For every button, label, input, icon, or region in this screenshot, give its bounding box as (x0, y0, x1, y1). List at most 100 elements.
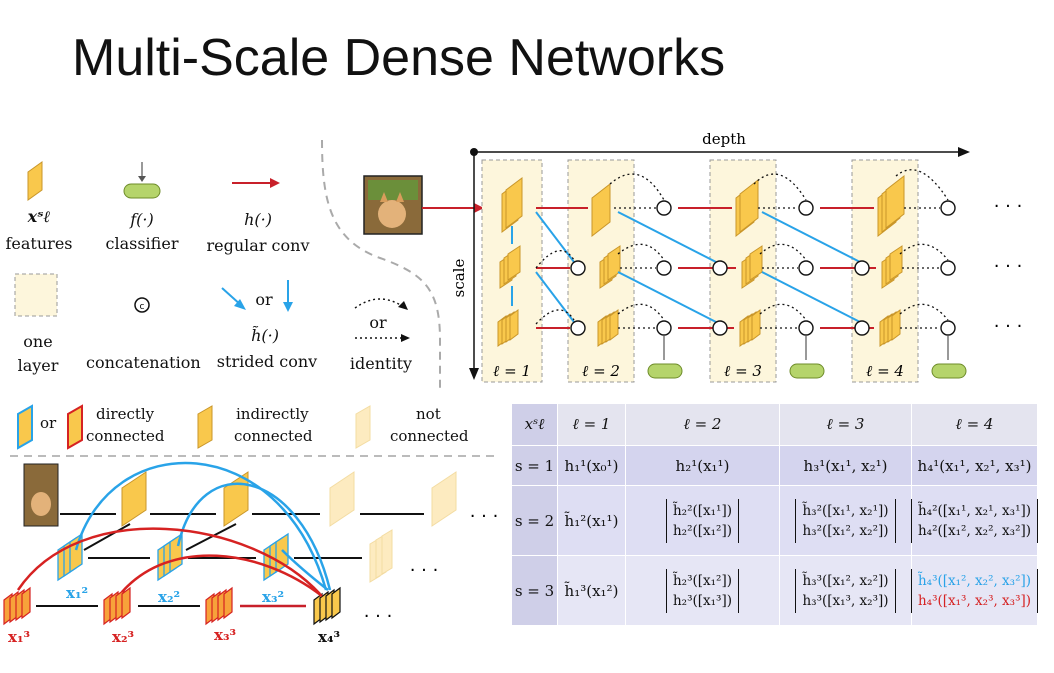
formula-top: h̃₃²([x₁¹, x₂¹]) (802, 502, 889, 519)
connectivity-legend-graphics (10, 404, 495, 457)
table-row: s = 2 h̃₁²(x₁¹) h̃₂²([x₁¹]) h₂²([x₁²]) h… (512, 486, 1039, 556)
feature-icon (27, 161, 43, 201)
one-layer-line2: layer (17, 356, 59, 375)
table-cell: s = 1 (512, 446, 558, 486)
formula-bracket: h̃₃³([x₁², x₂²]) h₃³([x₁³, x₂³]) (795, 568, 896, 613)
formula-bracket: h̃₂³([x₁²]) h₂³([x₁³]) (665, 568, 740, 613)
table-cell: h̃₃³([x₁², x₂²]) h₃³([x₁³, x₂³]) (780, 556, 912, 626)
svg-text:ℓ = 3: ℓ = 3 (724, 362, 762, 380)
or-label-strided: or (255, 290, 273, 309)
table-row: s = 3 h̃₁³(x₁²) h̃₂³([x₁²]) h₂³([x₁³]) h… (512, 556, 1039, 626)
svg-text:ℓ = 2: ℓ = 2 (582, 362, 620, 380)
svg-text:c: c (140, 302, 145, 312)
regular-conv-label: regular conv (206, 236, 310, 255)
strided-conv-diag-icon (234, 299, 246, 310)
identity-label: identity (349, 354, 413, 373)
formula-bottom: h₃²([x₁², x₂²]) (802, 522, 889, 539)
table-cell: h̃₃²([x₁¹, x₂¹]) h₃²([x₁², x₂²]) (780, 486, 912, 556)
one-layer-line1: one (23, 332, 53, 351)
table-header-cell: ℓ = 1 (558, 404, 626, 446)
formula-table: xˢℓ ℓ = 1 ℓ = 2 ℓ = 3 ℓ = 4 s = 1 h₁¹(x₀… (512, 404, 1039, 626)
slide-title: Multi-Scale Dense Networks (72, 29, 726, 87)
table-header-cell: ℓ = 2 (626, 404, 780, 446)
table-cell: h̃₄³([x₁², x₂², x₃²]) h₄³([x₁³, x₂³, x₃³… (910, 556, 1039, 626)
msdnet-architecture-diagram: depth scale (363, 130, 1023, 383)
formula-top: h̃₄²([x₁¹, x₂¹, x₃¹]) (917, 502, 1032, 519)
dense-connectivity-diagram: · · · · · · · · · x₁² x₂² x₃² x₁³ x₂³ x₃… (3, 461, 499, 646)
formula-bracket: h̃₄²([x₁¹, x₂¹, x₃¹]) h₄²([x₁², x₂², x₃²… (910, 498, 1039, 543)
formula-bottom-red: h₄³([x₁³, x₂³, x₃³]) (917, 592, 1032, 609)
formula-bracket: h̃₃²([x₁¹, x₂¹]) h₃²([x₁², x₂²]) (795, 498, 896, 543)
table-cell: h̃₁³(x₁²) (558, 556, 626, 626)
strided-conv-down-icon (283, 302, 293, 312)
table-cell: s = 3 (512, 556, 558, 626)
table-cell: h₄¹(x₁¹, x₂¹, x₃¹) (912, 446, 1038, 486)
formula-bottom: h₄²([x₁², x₂², x₃²]) (917, 522, 1032, 539)
not-line2: connected (390, 427, 469, 445)
classifier-3 (931, 363, 967, 379)
formula-bottom: h₃³([x₁³, x₂³]) (802, 592, 889, 609)
svg-text:x₁²: x₁² (66, 584, 88, 602)
table-cell: h̃₂³([x₁²]) h₂³([x₁³]) (626, 556, 780, 626)
svg-text:x₂²: x₂² (158, 588, 180, 606)
table-cell: h₃¹(x₁¹, x₂¹) (780, 446, 912, 486)
features-symbol: xˢℓ (27, 207, 51, 226)
svg-text:depth: depth (702, 130, 746, 148)
svg-text:· · ·: · · · (364, 606, 393, 627)
svg-text:x₃²: x₃² (262, 588, 284, 606)
svg-text:ℓ = 1: ℓ = 1 (493, 362, 531, 380)
svg-text:· · ·: · · · (410, 560, 439, 581)
table-cell: h₁¹(x₀¹) (558, 446, 626, 486)
not-line1: not (416, 405, 441, 423)
table-cell: h₂¹(x₁¹) (626, 446, 780, 486)
strided-conv-label: strided conv (216, 352, 318, 371)
concatenation-label: concatenation (86, 353, 201, 372)
svg-text:· · ·: · · · (994, 316, 1023, 337)
svg-text:x₃³: x₃³ (214, 626, 236, 644)
svg-text:· · ·: · · · (994, 256, 1023, 277)
classifier-label: classifier (105, 234, 179, 253)
table-cell: s = 2 (512, 486, 558, 556)
indirectly-line2: connected (234, 427, 313, 445)
formula-bottom: h₂³([x₁³]) (672, 592, 733, 609)
one-layer-icon (14, 273, 58, 317)
directly-line2: connected (86, 427, 165, 445)
formula-top: h̃₂²([x₁¹]) (672, 502, 733, 519)
strided-conv-symbol: h̃(·) (251, 326, 279, 345)
indirectly-line1: indirectly (236, 405, 309, 423)
svg-text:x₂³: x₂³ (112, 628, 134, 646)
directly-line1: directly (96, 405, 155, 423)
table-header-cell: ℓ = 4 (912, 404, 1038, 446)
or-label-identity: or (369, 313, 387, 332)
regular-conv-symbol: h(·) (244, 210, 272, 229)
table-header-cell: xˢℓ (512, 404, 558, 446)
svg-text:ℓ = 4: ℓ = 4 (866, 362, 904, 380)
table-cell: h̃₁²(x₁¹) (558, 486, 626, 556)
table-row: s = 1 h₁¹(x₀¹) h₂¹(x₁¹) h₃¹(x₁¹, x₂¹) h₄… (512, 446, 1038, 486)
formula-bracket: h̃₄³([x₁², x₂², x₃²]) h₄³([x₁³, x₂³, x₃³… (910, 568, 1039, 613)
table-cell: h̃₄²([x₁¹, x₂¹, x₃¹]) h₄²([x₁², x₂², x₃²… (910, 486, 1039, 556)
table-header-row: xˢℓ ℓ = 1 ℓ = 2 ℓ = 3 ℓ = 4 (512, 404, 1038, 446)
formula-bottom: h₂²([x₁²]) (672, 522, 733, 539)
formula-top: h̃₃³([x₁², x₂²]) (802, 572, 889, 589)
formula-bracket: h̃₂²([x₁¹]) h₂²([x₁²]) (665, 498, 740, 543)
table-header-cell: ℓ = 3 (780, 404, 912, 446)
classifier-2 (789, 363, 825, 379)
formula-top-blue: h̃₄³([x₁², x₂², x₃²]) (917, 572, 1032, 589)
classifier-icon (123, 183, 161, 199)
features-label: features (5, 234, 73, 253)
svg-text:x₄³: x₄³ (318, 628, 340, 646)
svg-text:x₁³: x₁³ (8, 628, 30, 646)
identity-curved-icon (398, 301, 408, 310)
regular-conv-arrow-icon (270, 178, 280, 188)
formula-top: h̃₂³([x₁²]) (672, 572, 733, 589)
svg-text:· · ·: · · · (470, 506, 499, 527)
legend-graphics: c (14, 140, 441, 390)
table-cell: h̃₂²([x₁¹]) h₂²([x₁²]) (626, 486, 780, 556)
concatenation-icon (134, 297, 150, 313)
classifier-symbol: f(·) (130, 210, 154, 229)
conn-or: or (40, 414, 57, 432)
svg-text:scale: scale (450, 259, 468, 298)
svg-text:· · ·: · · · (994, 196, 1023, 217)
identity-straight-icon (401, 334, 410, 342)
